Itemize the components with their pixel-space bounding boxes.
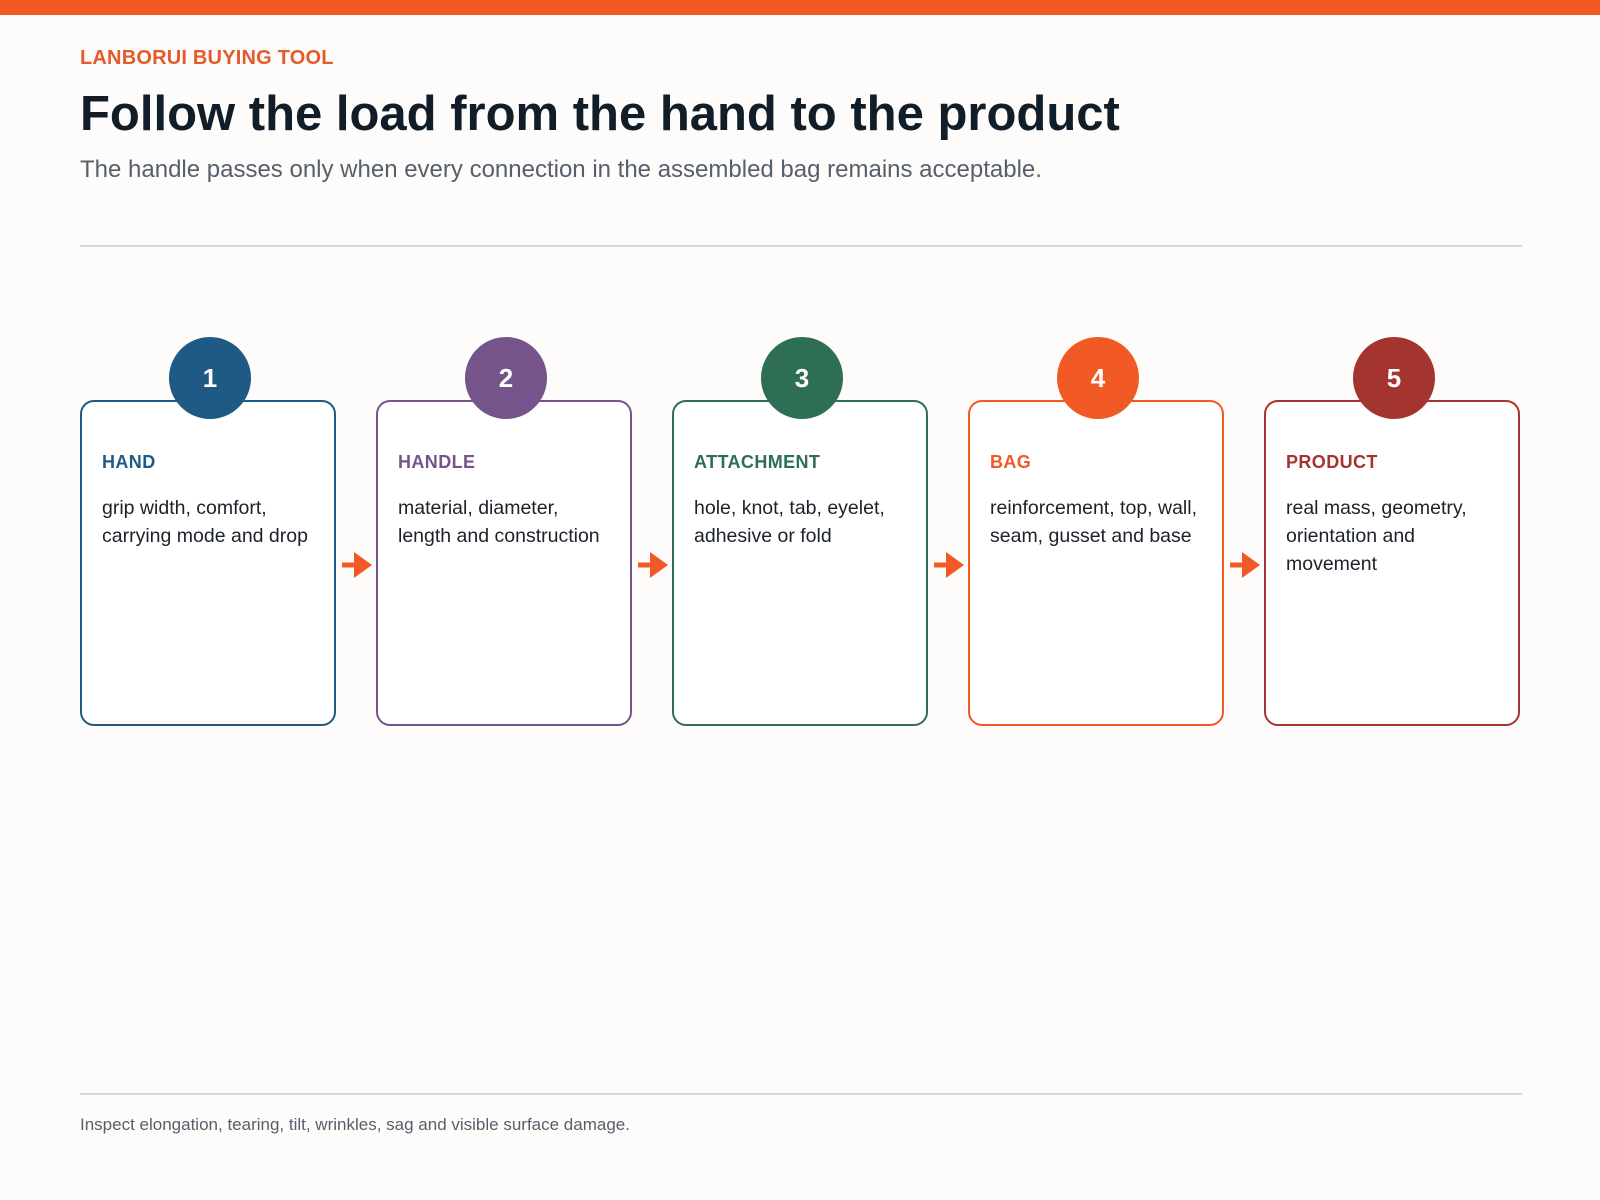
- step-number-badge: 2: [465, 337, 547, 419]
- step-description: real mass, geometry, orientation and mov…: [1286, 497, 1467, 575]
- page-subtitle: The handle passes only when every connec…: [80, 156, 1042, 183]
- step-description: grip width, comfort, carrying mode and d…: [102, 497, 308, 547]
- step-number-badge: 1: [169, 337, 251, 419]
- step-card-attachment: ATTACHMENT hole, knot, tab, eyelet, adhe…: [672, 400, 928, 726]
- step-card-bag: BAG reinforcement, top, wall, seam, guss…: [968, 400, 1224, 726]
- step-label: ATTACHMENT: [694, 452, 821, 472]
- step-label: HAND: [102, 452, 156, 472]
- step-number-badge: 4: [1057, 337, 1139, 419]
- step-card-hand: HAND grip width, comfort, carrying mode …: [80, 400, 336, 726]
- step-card-product: PRODUCT real mass, geometry, orientation…: [1264, 400, 1520, 726]
- step-description: material, diameter, length and construct…: [398, 497, 600, 547]
- top-accent-bar: [0, 0, 1600, 15]
- arrow-right-icon: [638, 552, 668, 578]
- step-description: hole, knot, tab, eyelet, adhesive or fol…: [694, 497, 885, 547]
- step-label: BAG: [990, 452, 1032, 472]
- bottom-divider: [80, 1093, 1522, 1095]
- step-number-badge: 5: [1353, 337, 1435, 419]
- page-title: Follow the load from the hand to the pro…: [80, 87, 1120, 141]
- top-divider: [80, 245, 1522, 247]
- arrow-right-icon: [342, 552, 372, 578]
- step-card-handle: HANDLE material, diameter, length and co…: [376, 400, 632, 726]
- arrow-right-icon: [1230, 552, 1260, 578]
- step-label: HANDLE: [398, 452, 476, 472]
- arrow-right-icon: [934, 552, 964, 578]
- footer-note: Inspect elongation, tearing, tilt, wrink…: [80, 1115, 630, 1134]
- step-description: reinforcement, top, wall, seam, gusset a…: [990, 497, 1198, 547]
- step-number-badge: 3: [761, 337, 843, 419]
- step-label: PRODUCT: [1286, 452, 1378, 472]
- eyebrow-label: LANBORUI BUYING TOOL: [80, 47, 334, 69]
